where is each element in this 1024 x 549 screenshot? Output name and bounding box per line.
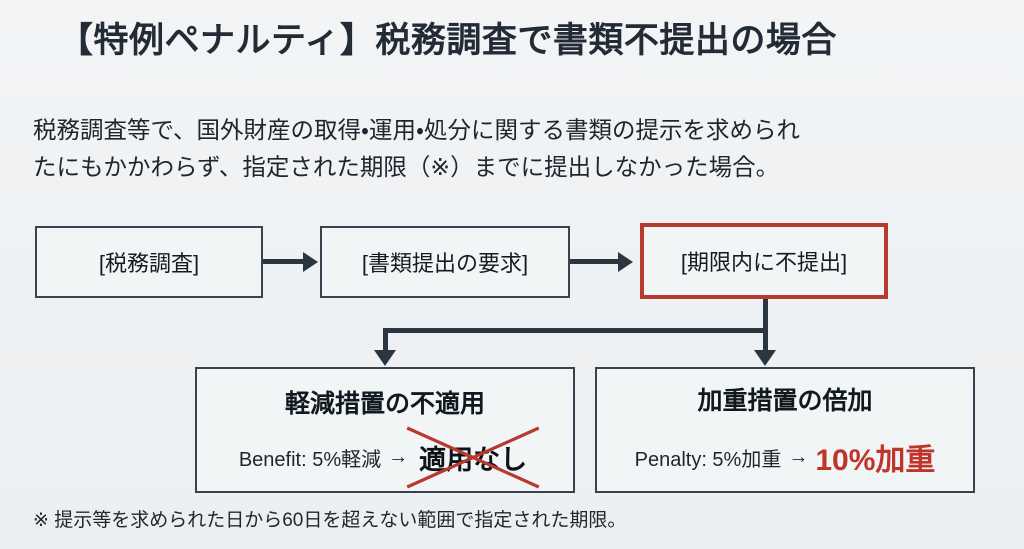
outcome-benefit-result: 適用なし <box>415 438 531 477</box>
lead-paragraph: 税務調査等で、国外財産の取得・運用・処分に関する書類の提示を求められ たにもかか… <box>33 112 991 186</box>
branch-bar <box>385 328 768 333</box>
flow-node-audit-label: [税務調査] <box>98 251 200 276</box>
outcome-box-penalty: 加重措置の倍加 Penalty: 5%加重 → 10%加重 <box>595 367 975 493</box>
arrow-right-glyph-icon: → <box>788 445 809 468</box>
branch-leg-left <box>383 328 388 352</box>
branch-leg-right <box>763 328 768 352</box>
arrow-head-icon <box>618 252 633 272</box>
page-title: 【特例ペナルティ】税務調査で書類不提出の場合 <box>58 21 837 60</box>
outcome-benefit-detail: Benefit: 5%軽減 → 適用なし <box>239 438 531 477</box>
arrow-shaft <box>570 259 620 264</box>
flow-node-nosubmit-label: [期限内に不提出] <box>680 250 848 275</box>
flow-node-request: [書類提出の要求] <box>320 226 570 298</box>
arrow-head-down-left-icon <box>374 350 396 366</box>
outcome-benefit-prefix: Benefit: 5%軽減 <box>238 448 382 471</box>
flow-node-audit: [税務調査] <box>35 226 263 298</box>
arrow-head-icon <box>303 252 318 272</box>
lead-line-2: たにもかかわらず、指定された期限（※）までに提出しなかった場合。 <box>33 154 780 180</box>
arrow-right-glyph-icon: → <box>388 445 409 468</box>
outcome-penalty-title: 加重措置の倍加 <box>697 387 873 415</box>
flow-node-request-label: [書類提出の要求] <box>361 251 529 276</box>
footnote: ※ 提示等を求められた日から60日を超えない範囲で指定された期限。 <box>33 510 627 531</box>
outcome-box-benefit: 軽減措置の不適用 Benefit: 5%軽減 → 適用なし <box>195 367 575 493</box>
arrow-head-down-right-icon <box>754 350 776 366</box>
lead-line-1: 税務調査等で、国外財産の取得・運用・処分に関する書類の提示を求められ <box>33 117 801 143</box>
flow-node-nosubmit: [期限内に不提出] <box>640 223 888 299</box>
outcome-penalty-detail: Penalty: 5%加重 → 10%加重 <box>635 435 936 479</box>
outcome-penalty-prefix: Penalty: 5%加重 <box>634 448 782 471</box>
outcome-benefit-title: 軽減措置の不適用 <box>284 389 485 418</box>
branch-stem <box>763 299 768 331</box>
outcome-penalty-result: 10%加重 <box>815 444 936 477</box>
outcome-benefit-result-text: 適用なし <box>419 444 528 475</box>
arrow-shaft <box>263 259 305 264</box>
